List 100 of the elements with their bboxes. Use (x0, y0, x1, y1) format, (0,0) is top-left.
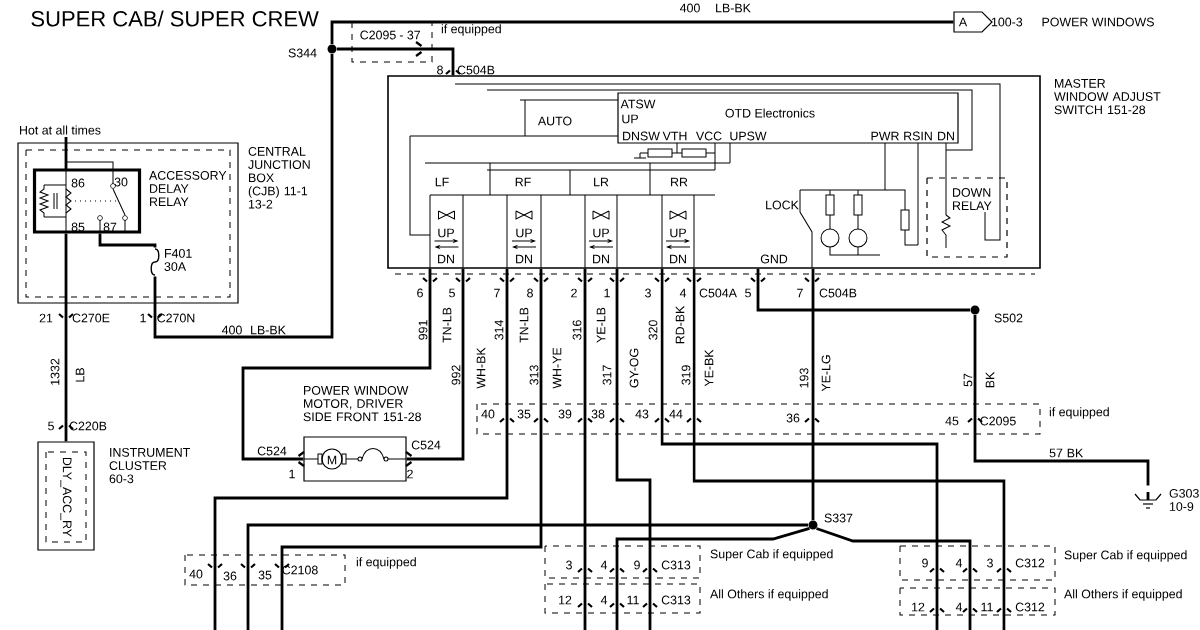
label: DN (516, 254, 532, 264)
connector-flag: A (953, 11, 993, 33)
node-label: ACCESSORY DELAY RELAY (149, 171, 227, 207)
cluster-box: INSTRUMENT CLUSTER 60-3 DLY_ACC_RY (37, 441, 190, 551)
label: C220B (69, 421, 107, 431)
label: 87 (103, 222, 117, 232)
label: All Others if equipped (1064, 589, 1182, 601)
wire (98, 233, 157, 248)
label: DN (670, 254, 686, 264)
wire (330, 20, 954, 45)
label: TN-LB (519, 307, 529, 343)
wire (660, 268, 939, 630)
label: 317 (602, 365, 612, 385)
label: LB (75, 368, 85, 382)
label: 1 (289, 469, 295, 479)
label: 45 (945, 416, 959, 426)
label: Super Cab if equipped (1064, 550, 1187, 562)
label: YE-LG (821, 355, 831, 392)
label: 193 (799, 368, 809, 388)
wire (241, 268, 432, 461)
label: RF (515, 177, 531, 187)
label: 991 (418, 320, 428, 340)
label: UP (516, 228, 532, 238)
label: 12 (912, 602, 925, 612)
wire (692, 268, 1006, 630)
node-label: S502 (994, 313, 1023, 323)
node-label: CENTRAL JUNCTION BOX (CJB) 11-1 13-2 (248, 146, 310, 209)
label: BK (985, 371, 995, 388)
label: C524 (257, 446, 287, 456)
label: YE-BK (704, 349, 714, 387)
label: 316 (572, 320, 582, 340)
label: 2 (407, 469, 413, 479)
label: - 37 (399, 30, 421, 40)
wire (153, 53, 334, 339)
label: 992 (451, 365, 461, 385)
label: 4 (600, 560, 608, 570)
label: TN-LB (442, 307, 452, 343)
label: C270E (72, 313, 110, 323)
node-label: 100-3 (991, 17, 1023, 27)
label: 8 (437, 65, 443, 75)
label: Super Cab if equipped (710, 549, 833, 561)
node-label: POWER WINDOW MOTOR, DRIVER SIDE FRONT 151-28 (303, 385, 421, 422)
label: 85 (71, 222, 85, 232)
label: GND (760, 254, 788, 264)
label: Hot at all times (20, 125, 101, 135)
node-label: S337 (824, 513, 853, 523)
label: 400 (221, 325, 242, 335)
label: C2108 (282, 565, 318, 575)
label: 1332 (50, 358, 60, 385)
label: C504A (699, 288, 737, 298)
label: WH-BK (476, 347, 486, 389)
label: RSIN (904, 131, 932, 141)
label: 5 (48, 421, 54, 431)
label: 44 (669, 409, 683, 419)
label: C270N (157, 313, 195, 323)
label: RR (671, 177, 688, 187)
label: 40 (189, 569, 203, 579)
label: C312 (1015, 602, 1045, 612)
label: LB-BK (251, 325, 286, 335)
label: C524 (411, 440, 441, 450)
label: DN (938, 131, 954, 141)
label: LB-BK (716, 3, 751, 13)
label: 4 (955, 558, 963, 568)
label: C312 (1015, 558, 1045, 568)
label: 4 (679, 288, 687, 298)
label: GY-OG (629, 348, 639, 388)
label: 2 (571, 288, 577, 298)
label: C504B (457, 65, 495, 75)
label: C2095 (360, 30, 396, 40)
label: 36 (786, 413, 800, 423)
label: 4 (955, 602, 963, 612)
label: DN (593, 254, 609, 264)
label: 35 (517, 409, 531, 419)
label: All Others if equipped (710, 589, 828, 601)
label: 57 (963, 373, 973, 387)
label: YE-LB (596, 307, 606, 343)
label: 36 (223, 571, 237, 581)
label: 4 (600, 595, 608, 605)
label: M (327, 455, 337, 465)
wire (615, 527, 810, 630)
label: 86 (71, 178, 85, 188)
label: OTD Electronics (725, 108, 815, 118)
label: C504B (819, 288, 857, 298)
label: 12 (559, 595, 572, 605)
label: 8 (527, 288, 533, 298)
wire (756, 268, 971, 312)
label: 3 (566, 560, 572, 570)
label: WH-YE (552, 347, 562, 389)
label: 314 (494, 320, 504, 340)
label: VTH (662, 131, 687, 141)
label: UP (622, 114, 638, 124)
wire (973, 314, 1150, 486)
label: 7 (494, 288, 500, 298)
label: 38 (591, 409, 605, 419)
wire (336, 47, 455, 76)
label: LOCK (766, 200, 799, 210)
label: DN (438, 254, 454, 264)
label: AUTO (537, 116, 572, 126)
label: RD-BK (675, 305, 685, 344)
wire (583, 268, 587, 630)
